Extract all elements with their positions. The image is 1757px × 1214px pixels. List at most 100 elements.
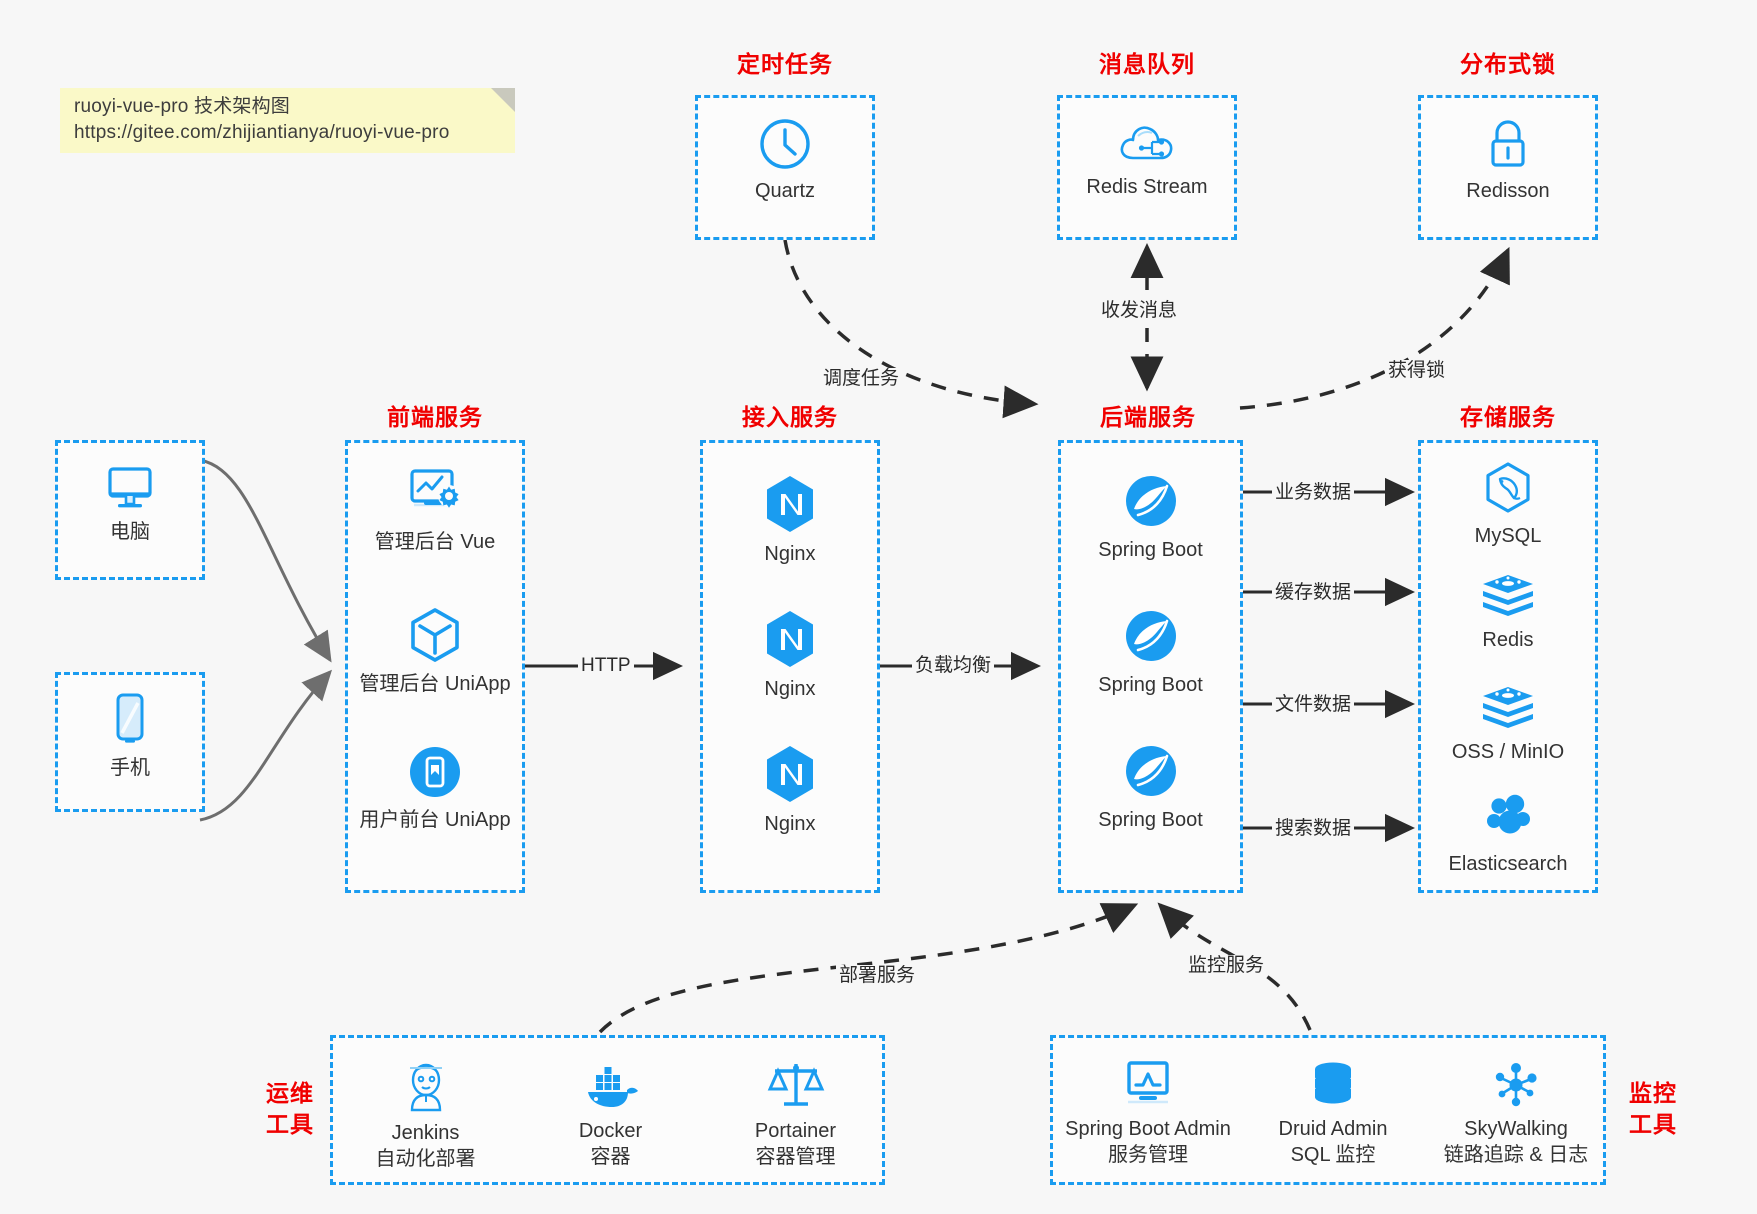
- info-note: ruoyi-vue-pro 技术架构图 https://gitee.com/zh…: [60, 88, 515, 153]
- node-desktop[interactable]: 电脑: [58, 461, 202, 545]
- group-box-devops: Jenkins 自动化部署 Docker 容器: [330, 1035, 885, 1185]
- mobile-app-icon: [410, 747, 460, 797]
- node-label: SkyWalking: [1464, 1118, 1568, 1140]
- node-redisson[interactable]: Redisson: [1421, 116, 1595, 204]
- note-title: ruoyi-vue-pro 技术架构图: [74, 96, 291, 117]
- node-admin-uniapp[interactable]: 管理后台 UniApp: [348, 605, 522, 697]
- cube-icon: [411, 608, 459, 662]
- node-quartz[interactable]: Quartz: [698, 116, 872, 204]
- node-label: Docker: [578, 1120, 643, 1142]
- group-label-frontend: 前端服务: [387, 404, 483, 430]
- node-mysql[interactable]: MySQL: [1421, 461, 1595, 549]
- edge-label-search-data: 搜索数据: [1272, 818, 1355, 840]
- edge-label-deploy-service: 部署服务: [836, 965, 919, 987]
- spring-boot-icon: [1125, 746, 1176, 796]
- mysql-icon: [1486, 462, 1530, 513]
- note-url: https://gitee.com/zhijiantianya/ruoyi-vu…: [74, 122, 450, 143]
- node-desc: 自动化部署: [375, 1148, 476, 1170]
- node-spring-boot-admin[interactable]: Spring Boot Admin 服务管理: [1053, 1058, 1243, 1168]
- group-label-devops: 运维 工具: [255, 1078, 325, 1140]
- group-label-storage: 存储服务: [1460, 404, 1556, 430]
- group-label-scheduler: 定时任务: [737, 51, 833, 77]
- docker-whale-icon: [587, 1067, 638, 1107]
- client-box-mobile: 手机: [55, 672, 205, 812]
- node-label: 手机: [110, 757, 150, 779]
- node-druid-admin[interactable]: Druid Admin SQL 监控: [1243, 1060, 1423, 1168]
- node-portainer[interactable]: Portainer 容器管理: [703, 1058, 888, 1170]
- node-label: Elasticsearch: [1448, 853, 1568, 875]
- node-label: Redis Stream: [1086, 176, 1208, 198]
- node-label: Quartz: [754, 180, 816, 202]
- spring-boot-icon: [1125, 476, 1176, 526]
- node-redis[interactable]: Redis: [1421, 571, 1595, 653]
- node-docker[interactable]: Docker 容器: [518, 1064, 703, 1170]
- nginx-icon: [767, 476, 813, 532]
- node-label: Spring Boot: [1098, 809, 1203, 831]
- lock-icon: [1491, 120, 1525, 167]
- node-label: Druid Admin: [1278, 1118, 1388, 1140]
- node-user-uniapp[interactable]: 用户前台 UniApp: [348, 743, 522, 833]
- node-label: 用户前台 UniApp: [359, 809, 511, 831]
- nginx-icon: [767, 746, 813, 802]
- mobile-phone-icon: [116, 693, 144, 743]
- nginx-icon: [767, 611, 813, 667]
- group-label-monitor: 监控 工具: [1618, 1078, 1688, 1140]
- node-mobile[interactable]: 手机: [58, 691, 202, 781]
- node-label: 管理后台 UniApp: [359, 673, 511, 695]
- group-label-monitor-line1: 监控: [1629, 1080, 1677, 1106]
- object-storage-icon: [1483, 687, 1533, 728]
- edge-label-acquire-lock: 获得锁: [1385, 360, 1449, 382]
- node-nginx-2[interactable]: Nginx: [703, 608, 877, 702]
- node-jenkins[interactable]: Jenkins 自动化部署: [333, 1058, 518, 1172]
- edge-label-http: HTTP: [578, 655, 634, 677]
- client-box-desktop: 电脑: [55, 440, 205, 580]
- edge-label-load-balance: 负载均衡: [912, 655, 995, 677]
- node-nginx-3[interactable]: Nginx: [703, 743, 877, 837]
- edge-label-schedule-task: 调度任务: [820, 368, 903, 390]
- edge-label-monitor-service: 监控服务: [1185, 955, 1268, 977]
- clock-icon: [760, 119, 810, 169]
- node-nginx-1[interactable]: Nginx: [703, 473, 877, 567]
- node-label: Redisson: [1466, 180, 1550, 202]
- node-label: Jenkins: [391, 1122, 460, 1144]
- node-desc: 链路追踪 & 日志: [1443, 1144, 1589, 1166]
- node-label: Spring Boot Admin: [1065, 1118, 1231, 1140]
- scales-icon: [767, 1064, 824, 1106]
- node-spring-boot-1[interactable]: Spring Boot: [1061, 471, 1240, 563]
- node-label: 电脑: [110, 521, 150, 543]
- spring-boot-icon: [1125, 611, 1176, 661]
- node-spring-boot-3[interactable]: Spring Boot: [1061, 741, 1240, 833]
- node-redis-stream[interactable]: Redis Stream: [1060, 118, 1234, 200]
- group-box-frontend: 管理后台 Vue 管理后台 UniApp 用户前台 UniApp: [345, 440, 525, 893]
- node-desc: 容器管理: [755, 1146, 836, 1168]
- edge-label-file-data: 文件数据: [1272, 694, 1355, 716]
- node-elasticsearch[interactable]: Elasticsearch: [1421, 793, 1595, 877]
- dashboard-gear-icon: [410, 469, 460, 508]
- edge-label-mq-io: 收发消息: [1098, 300, 1181, 322]
- monitor-chart-icon: [1127, 1061, 1169, 1104]
- group-box-storage: MySQL Redis: [1418, 440, 1598, 893]
- node-label: 管理后台 Vue: [374, 531, 496, 553]
- desktop-monitor-icon: [108, 467, 152, 508]
- edge-label-biz-data: 业务数据: [1272, 482, 1355, 504]
- node-label: MySQL: [1474, 525, 1542, 547]
- node-label: Spring Boot: [1098, 539, 1203, 561]
- group-box-mq: Redis Stream: [1057, 95, 1237, 240]
- node-label: Redis: [1482, 629, 1534, 651]
- note-fold-corner: [491, 88, 515, 112]
- node-spring-boot-2[interactable]: Spring Boot: [1061, 606, 1240, 698]
- node-desc: SQL 监控: [1290, 1144, 1376, 1166]
- node-desc: 容器: [590, 1146, 631, 1168]
- node-oss-minio[interactable]: OSS / MinIO: [1421, 683, 1595, 765]
- redis-icon: [1483, 575, 1533, 616]
- node-skywalking[interactable]: SkyWalking 链路追踪 & 日志: [1423, 1060, 1609, 1168]
- node-label: Nginx: [764, 543, 816, 565]
- node-label: OSS / MinIO: [1451, 741, 1565, 763]
- node-admin-vue[interactable]: 管理后台 Vue: [348, 465, 522, 555]
- group-label-devops-line1: 运维: [266, 1080, 314, 1106]
- group-label-monitor-line2: 工具: [1629, 1111, 1677, 1137]
- group-label-gateway: 接入服务: [742, 404, 838, 430]
- node-desc: 服务管理: [1108, 1144, 1188, 1166]
- jenkins-butler-icon: [409, 1063, 442, 1112]
- group-box-scheduler: Quartz: [695, 95, 875, 240]
